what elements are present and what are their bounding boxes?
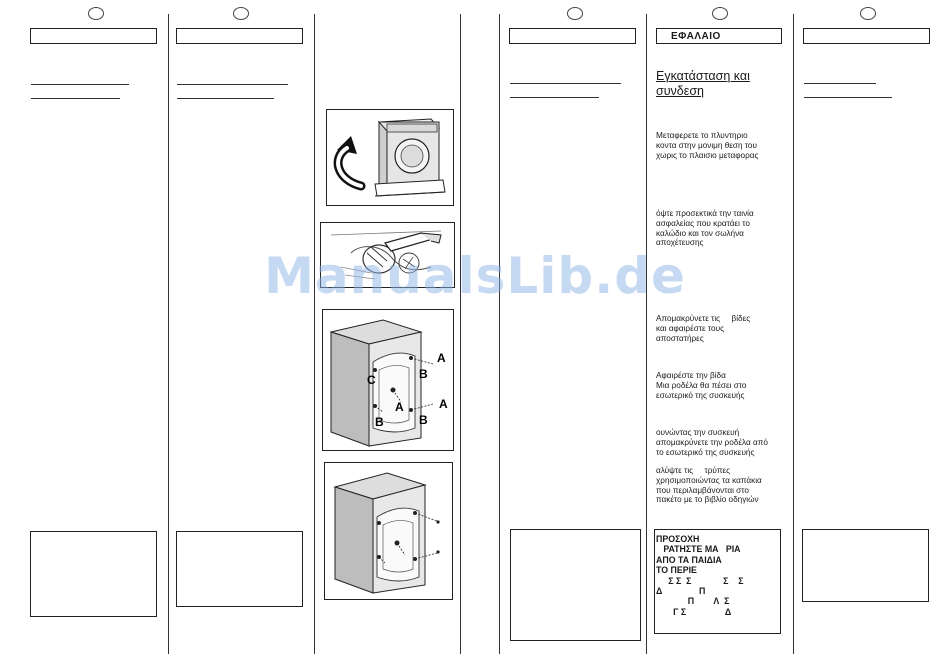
warning-box	[510, 529, 641, 641]
title-rule	[804, 83, 876, 84]
warning-line: ΤΟ ΠΕΡΙΕ	[656, 565, 697, 576]
figure-label-b: B	[375, 415, 384, 429]
warning-line: Π Λ Σ	[656, 596, 730, 607]
warning-box-greek	[654, 529, 781, 634]
step-text-line: που περιλαμβάνονται στο	[656, 485, 749, 495]
column-divider	[314, 14, 315, 654]
installation-title-line: Εγκατάσταση και	[656, 69, 750, 83]
step-text-line: ασφαλείας που κρατάει το	[656, 218, 750, 228]
warning-line: ΠΡΟΣΟΧΗ	[656, 534, 700, 544]
step-text-line: ουνώντας την συσκευή	[656, 428, 740, 437]
step-text-line: αποχέτευσης	[656, 238, 704, 248]
scissors-illustration	[330, 230, 442, 280]
title-rule	[510, 83, 621, 84]
step-text-line: αποστατήρες	[656, 333, 704, 343]
step-remove-screws: Απομακρύνετε τις βίδες και αφαιρέστε του…	[656, 314, 786, 343]
installation-title: Εγκατάσταση και συνδεση	[656, 69, 750, 99]
step-text-line: και αφαιρέστε τους	[656, 323, 725, 333]
title-rule	[510, 97, 599, 98]
step-text-line: Αφαιρέστε την βίδα	[656, 371, 726, 380]
language-circle	[233, 7, 249, 20]
warning-box	[802, 529, 929, 602]
warning-line: ΡΑΤΗΣΤΕ ΜΑ ΡΙΑ	[656, 544, 741, 555]
title-rule	[31, 98, 120, 99]
figure-label-b: B	[419, 367, 428, 381]
figure-remove-frame	[326, 109, 454, 206]
warning-line: Γ Σ Δ	[656, 606, 732, 617]
step-text-line: απομακρύνετε την ροδέλα από	[656, 437, 768, 447]
step-text-line: εσωτερικό της συσκευής	[656, 390, 745, 400]
step-cover-holes: αλύψτε τις τρύπες χρησιμοποιώντας τα καπ…	[656, 466, 786, 505]
section-header-box	[30, 28, 157, 44]
step-text-line: καλώδιο και τον σωλήνα	[656, 228, 744, 238]
title-rule	[177, 84, 288, 85]
title-rule	[177, 98, 274, 99]
step-remove-bolt: Αφαιρέστε την βίδα Μια ροδέλα θα πέσει σ…	[656, 371, 786, 400]
step-text-line: Απομακρύνετε τις βίδες	[656, 314, 751, 323]
step-text-line: όψτε προσεκτικά την ταινία	[656, 209, 754, 218]
figure-remove-screws: A B C A A B B	[322, 309, 454, 451]
figure-label-a: A	[439, 397, 448, 411]
watermark: ManualsLib.de	[264, 247, 686, 305]
section-header-box	[803, 28, 930, 44]
figure-label-a: A	[395, 400, 404, 414]
warning-box	[176, 531, 303, 607]
language-circle	[860, 7, 876, 20]
column-divider	[646, 14, 647, 654]
step-move-machine: Μεταφερετε το πλυντηριο κοντα στην μονιμ…	[656, 131, 786, 160]
warning-line: Δ Π	[656, 586, 706, 597]
installation-title-line: συνδεση	[656, 84, 704, 98]
step-cut-tape: όψτε προσεκτικά την ταινία ασφαλείας που…	[656, 209, 786, 248]
warning-box	[30, 531, 157, 617]
step-remove-washer: ουνώντας την συσκευή απομακρύνετε την ρο…	[656, 428, 786, 457]
figure-cover-holes	[324, 462, 453, 600]
washing-machine-illustration	[333, 118, 446, 197]
warning-text: ΠΡΟΣΟΧΗ ΡΑΤΗΣΤΕ ΜΑ ΡΙΑ ΑΠΟ ΤΑ ΠΑΙΔΙΑ ΤΟ …	[656, 534, 744, 617]
section-header-box	[176, 28, 303, 44]
title-rule	[31, 84, 129, 85]
column-divider	[460, 14, 461, 654]
section-header-box	[509, 28, 636, 44]
title-rule	[804, 97, 892, 98]
step-text-line: χωρις το πλαισιο μεταφορας	[656, 150, 759, 160]
figure-label-a: A	[437, 351, 446, 365]
figure-label-b: B	[419, 413, 428, 427]
section-header-title: ΕΦΑΛΑΙΟ	[656, 28, 782, 44]
language-circle	[88, 7, 104, 20]
machine-caps-illustration	[333, 472, 440, 594]
warning-line: ΑΠΟ ΤΑ ΠΑΙΔΙΑ	[656, 554, 722, 565]
figure-cut-tape	[320, 222, 455, 288]
step-text-line: Μεταφερετε το πλυντηριο	[656, 131, 748, 140]
machine-rear-illustration: A B C A A B B	[329, 319, 448, 447]
step-text-line: αλύψτε τις τρύπες	[656, 466, 731, 475]
figure-label-c: C	[367, 373, 376, 387]
column-divider	[168, 14, 169, 654]
step-text-line: Μια ροδέλα θα πέσει στο	[656, 380, 747, 390]
step-text-line: κοντα στην μονιμη θεση του	[656, 140, 757, 150]
column-divider	[499, 14, 500, 654]
language-circle	[712, 7, 728, 20]
step-text-line: χρησιμοποιώντας τα καπάκια	[656, 475, 762, 485]
step-text-line: πακέτο με το βιβλίο οδηγιών	[656, 495, 759, 505]
step-text-line: το εσωτερικό της συσκευής	[656, 447, 755, 457]
column-divider	[793, 14, 794, 654]
warning-line: Σ Σ Σ Σ Σ	[656, 575, 744, 586]
language-circle	[567, 7, 583, 20]
